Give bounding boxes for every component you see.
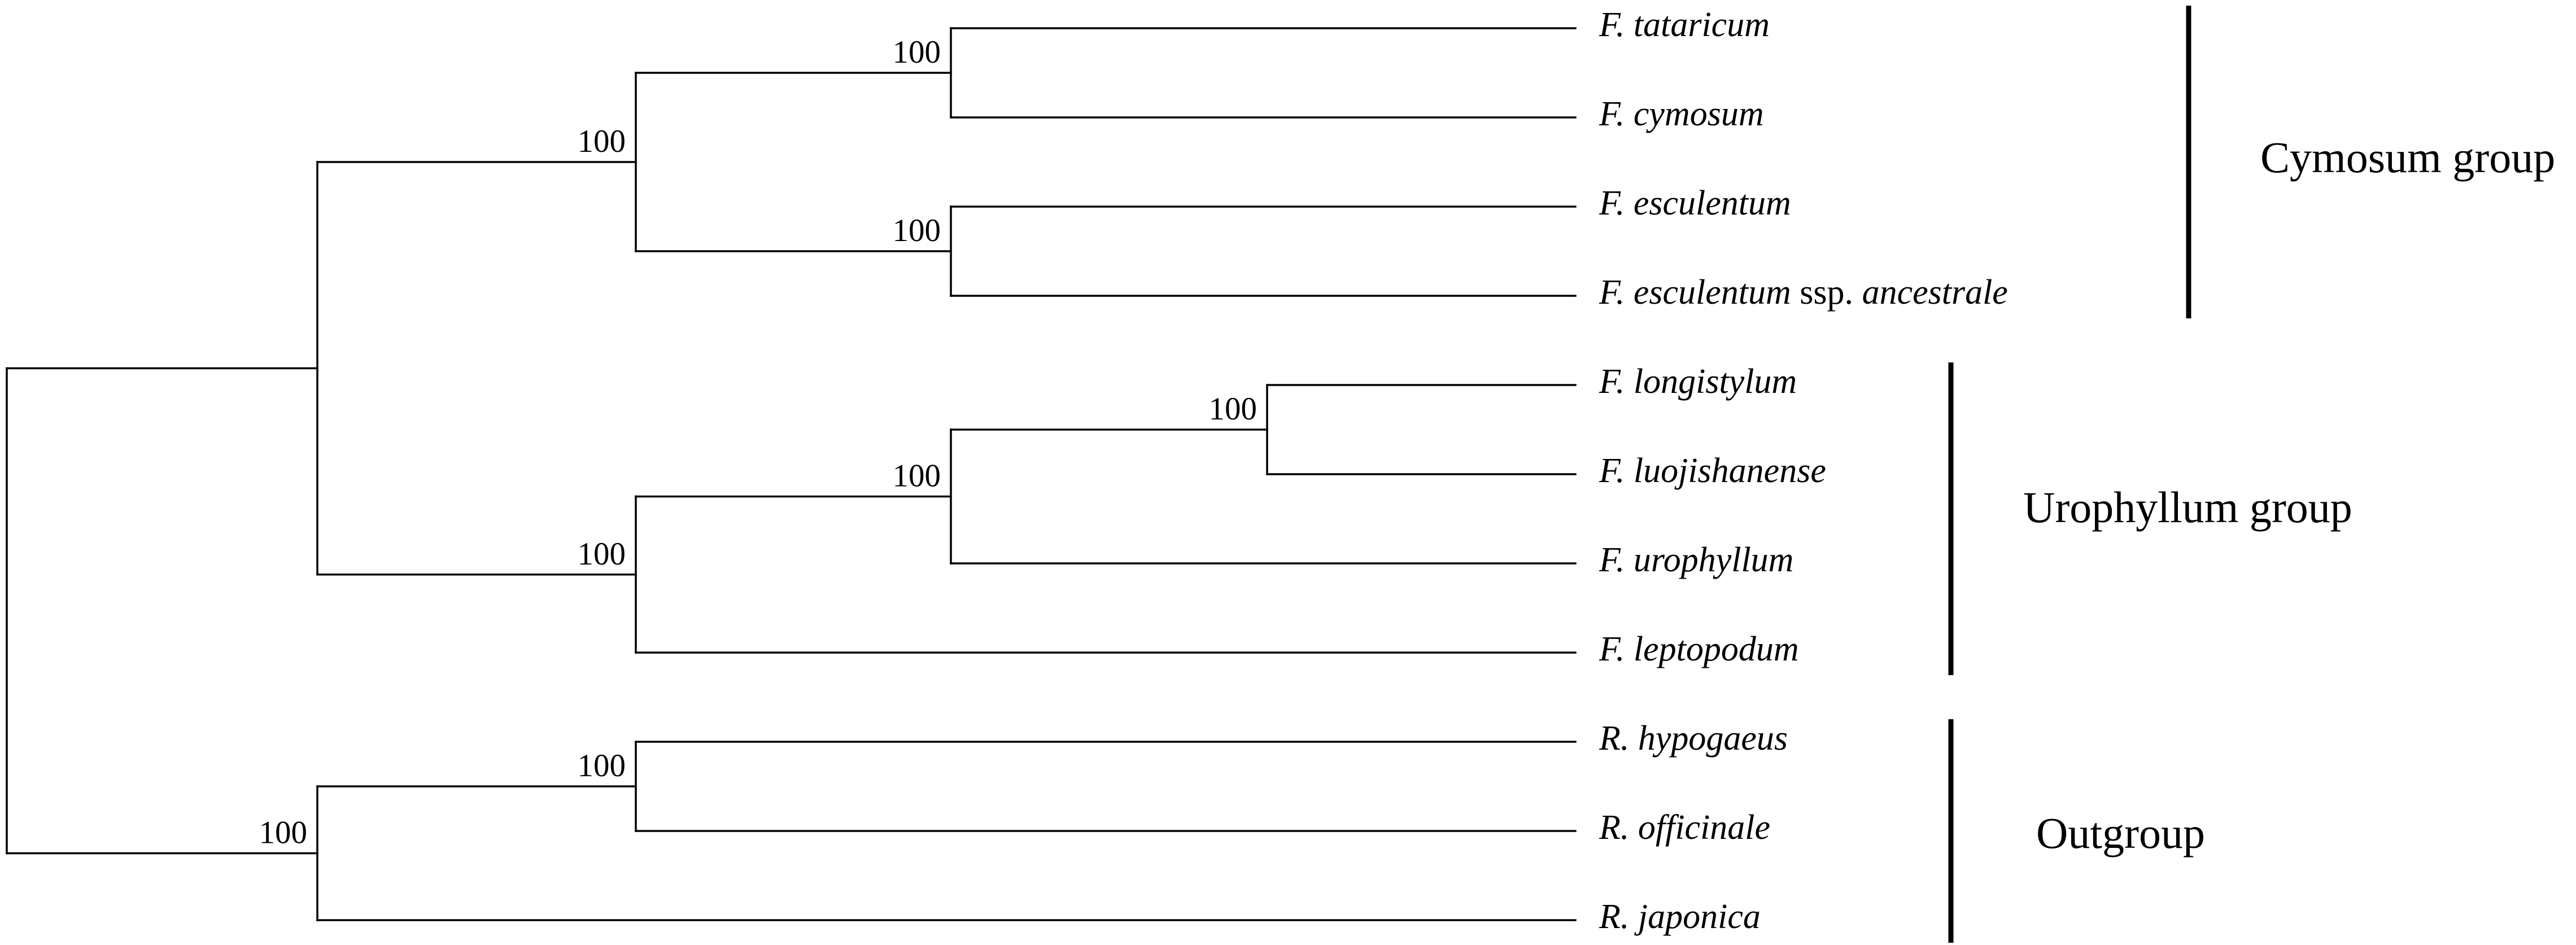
taxon-label-uro: F. urophyllum xyxy=(1599,541,1793,579)
taxon-label-part: F. cymosum xyxy=(1599,95,1764,133)
support-values: 100 100 100 100 100 100 100 100 xyxy=(259,34,1258,851)
taxon-label-cym: F. cymosum xyxy=(1599,95,1764,133)
taxon-label-part: F. esculentum xyxy=(1599,273,1791,312)
taxon-label-part: F. leptopodum xyxy=(1599,630,1799,668)
support-value-5: 100 xyxy=(578,536,626,572)
taxon-label-part: F. longistylum xyxy=(1599,362,1797,401)
taxon-label-part: R. officinale xyxy=(1599,808,1770,847)
taxon-label-off: R. officinale xyxy=(1599,808,1770,847)
support-value-6: 100 xyxy=(578,748,626,784)
support-value-1: 100 xyxy=(893,213,941,248)
taxon-label-part: F. urophyllum xyxy=(1599,541,1793,579)
support-value-7: 100 xyxy=(259,815,308,851)
group-label-1: Urophyllum group xyxy=(2023,483,2352,532)
support-value-2: 100 xyxy=(578,124,626,159)
support-value-0: 100 xyxy=(893,34,941,70)
tree-branches xyxy=(6,27,1577,921)
taxon-label-part: F. esculentum xyxy=(1599,184,1791,222)
group-label-2: Outgroup xyxy=(2036,808,2205,858)
taxon-label-lep: F. leptopodum xyxy=(1599,630,1799,668)
support-value-3: 100 xyxy=(1209,391,1258,427)
taxon-label-part: F. luojishanense xyxy=(1599,452,1826,490)
taxon-label-tat: F. tataricum xyxy=(1599,6,1770,44)
taxon-label-anc: F. esculentum ssp. ancestrale xyxy=(1599,273,2008,312)
taxon-label-part: F. tataricum xyxy=(1599,6,1770,44)
taxon-label-luo: F. luojishanense xyxy=(1599,452,1826,490)
taxon-label-part: ancestrale xyxy=(1862,273,2008,312)
taxon-label-part: R. japonica xyxy=(1599,898,1761,936)
taxon-label-part: R. hypogaeus xyxy=(1599,719,1788,758)
taxon-label-jap: R. japonica xyxy=(1599,898,1761,936)
group-label-0: Cymosum group xyxy=(2260,133,2555,182)
taxon-label-esc: F. esculentum xyxy=(1599,184,1791,222)
support-value-4: 100 xyxy=(893,458,941,494)
taxon-label-hyp: R. hypogaeus xyxy=(1599,719,1788,758)
taxon-label-part: ssp. xyxy=(1791,273,1862,312)
taxon-label-lon: F. longistylum xyxy=(1599,362,1797,401)
